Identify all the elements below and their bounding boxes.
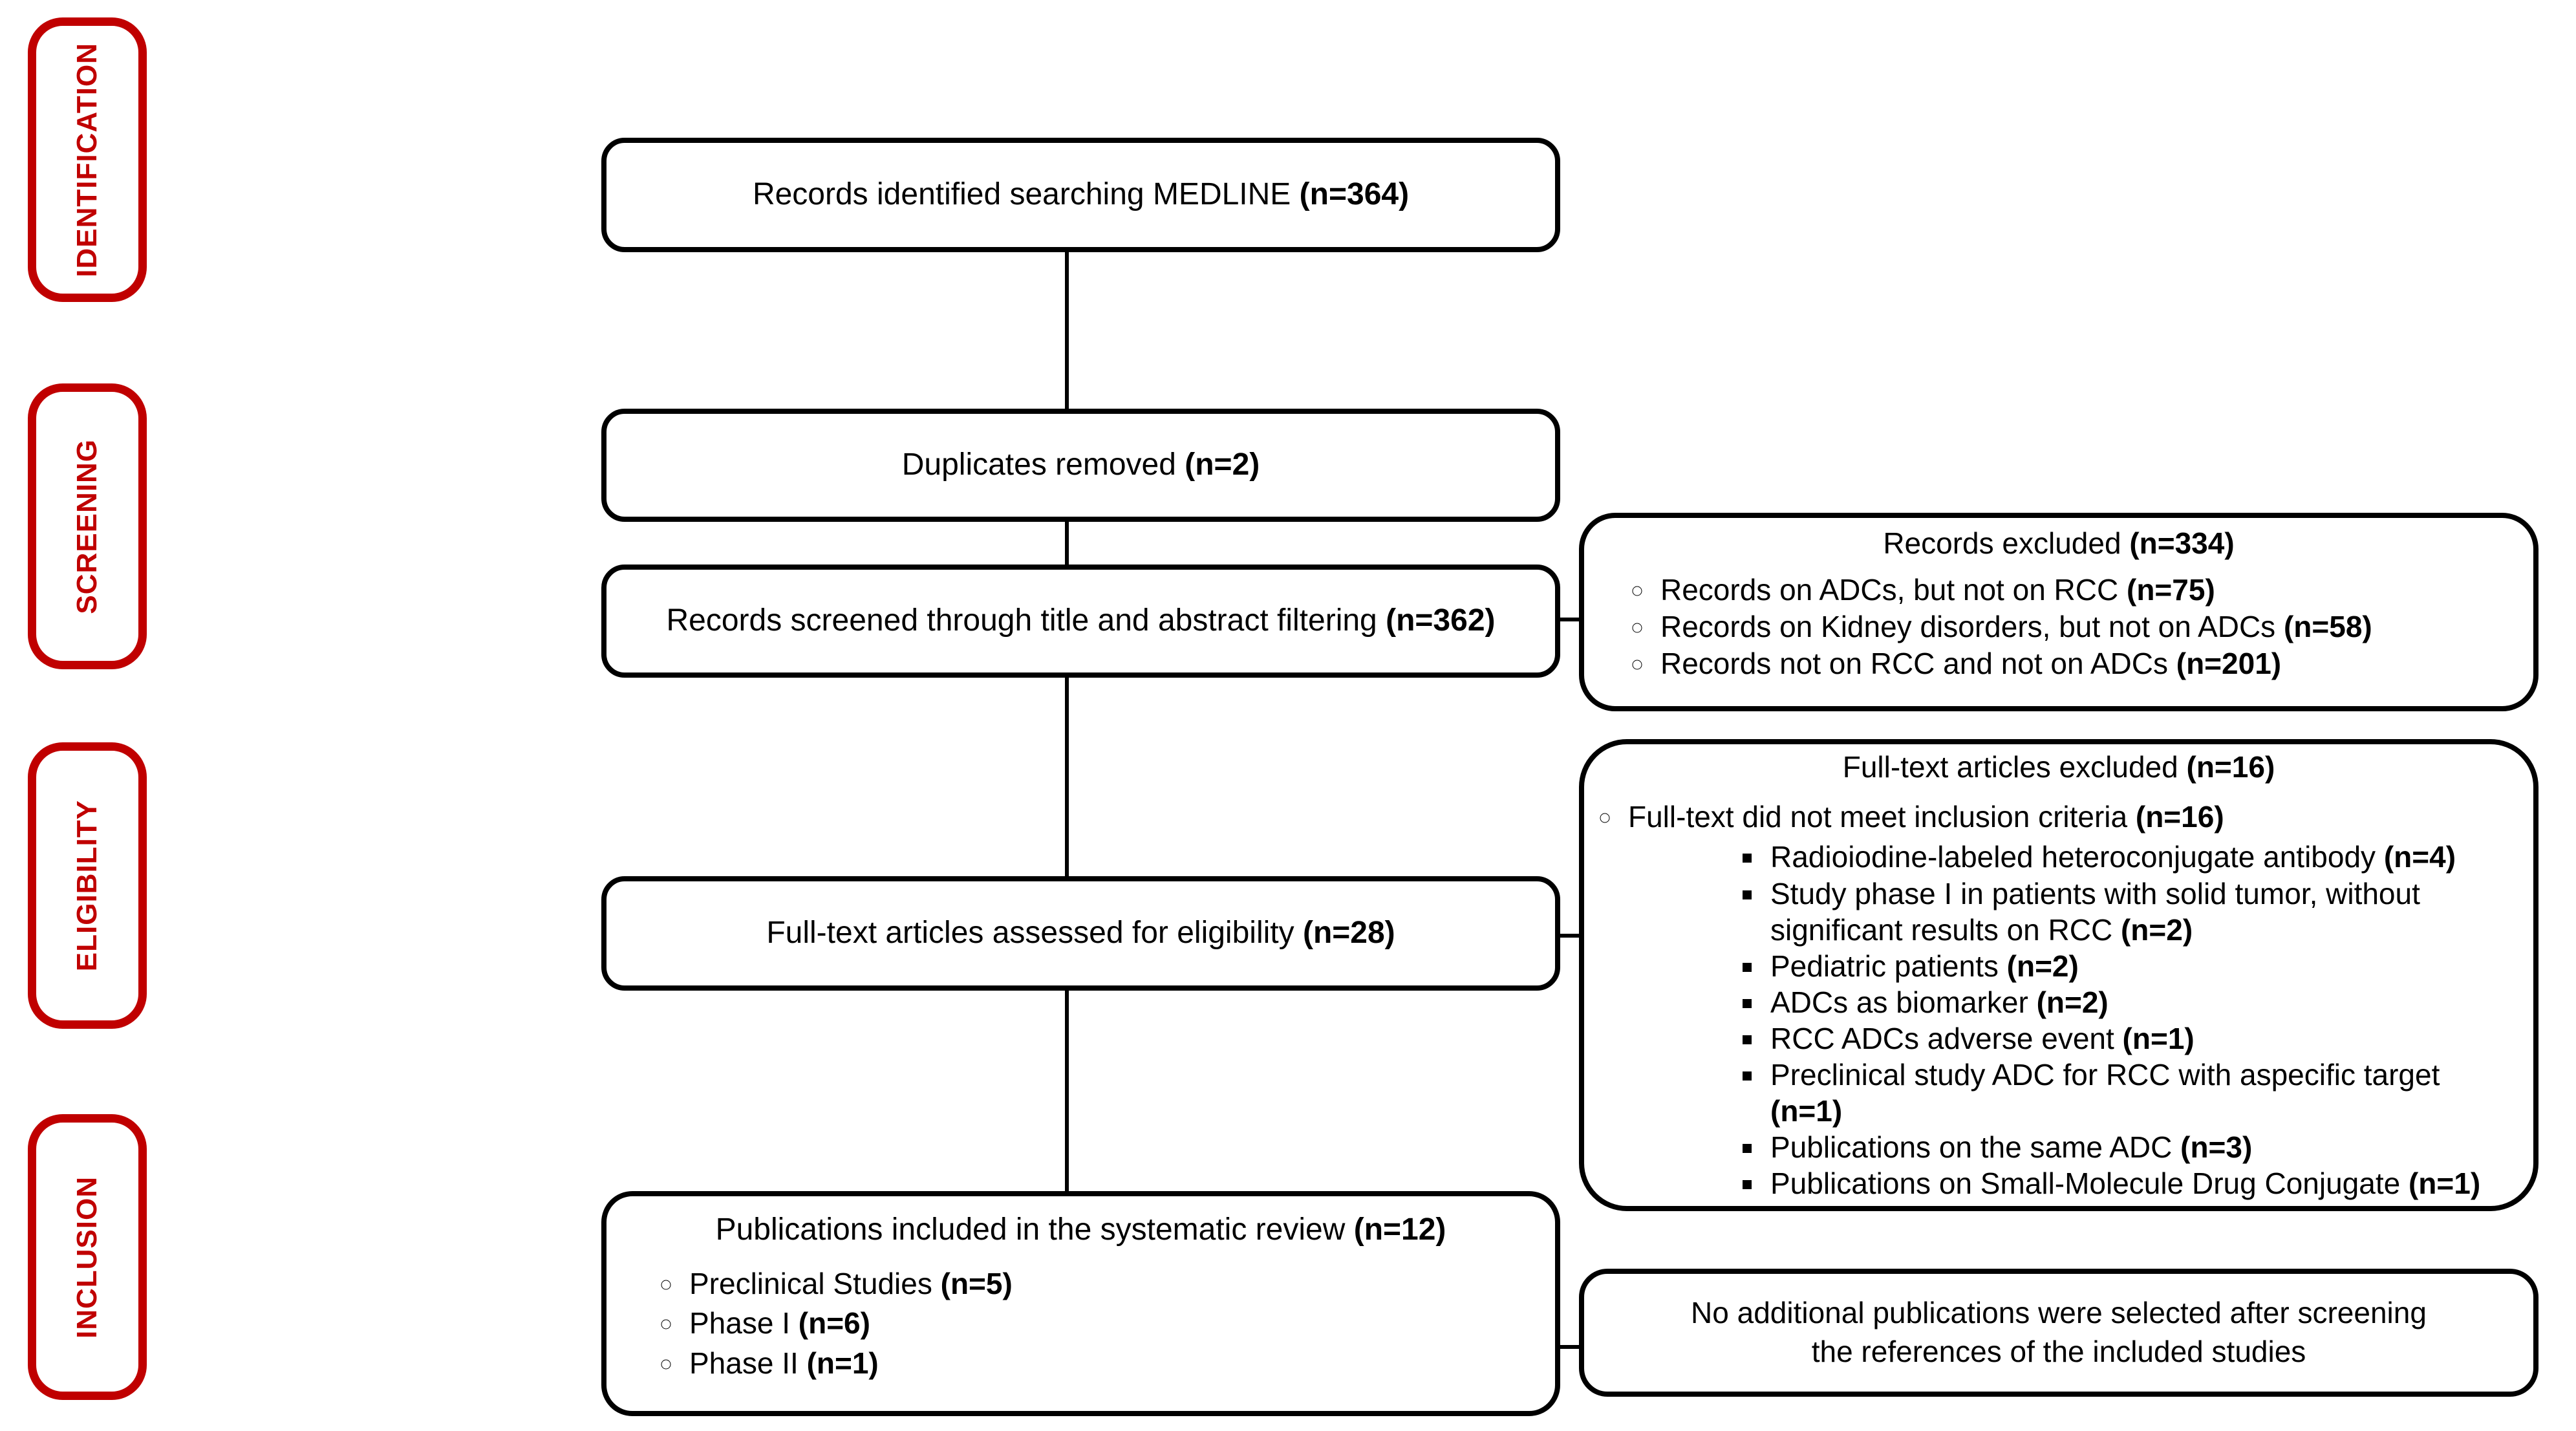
bullet-count: (n=58)	[2283, 609, 2372, 643]
bullet-text: Publications on Small-Molecule Drug Conj…	[1770, 1167, 2409, 1201]
fulltext-excluded-criteria-list: Full-text did not meet inclusion criteri…	[1584, 798, 2533, 1202]
bullet-count: (n=1)	[806, 1346, 879, 1381]
stage-screening: SCREENING	[28, 383, 147, 669]
connector-screened-to-excluded	[1560, 618, 1580, 621]
list-item: RCC ADCs adverse event (n=1)	[1765, 1020, 2501, 1057]
connector-duplicates-to-screened	[1065, 522, 1069, 565]
bullet-count: (n=3)	[2180, 1130, 2253, 1165]
list-item: Preclinical Studies (n=5)	[684, 1264, 1555, 1304]
list-item: Records on Kidney disorders, but not on …	[1655, 608, 2514, 645]
records-excluded-list: Records on ADCs, but not on RCC (n=75) R…	[1584, 572, 2533, 682]
bullet-text: Study phase I in patients with solid tum…	[1770, 876, 2420, 947]
list-item: Radioiodine-labeled heteroconjugate anti…	[1765, 839, 2501, 875]
fulltext-assessed-box: Full-text articles assessed for eligibil…	[601, 876, 1560, 991]
connector-included-to-noadditional	[1560, 1345, 1580, 1349]
bullet-count: (n=1)	[1770, 1094, 1843, 1128]
bullet-text: Preclinical study ADC for RCC with aspec…	[1770, 1058, 2440, 1092]
records-identified-text: Records identified searching MEDLINE (n=…	[753, 175, 1409, 215]
fulltext-excluded-title-text: Full-text articles excluded	[1842, 750, 2187, 784]
bullet-count: (n=5)	[940, 1266, 1013, 1300]
stage-eligibility-label: ELIGIBILITY	[71, 799, 103, 972]
connector-assessed-to-ftexcluded	[1560, 934, 1580, 938]
fulltext-assessed-count: (n=28)	[1302, 916, 1395, 951]
bullet-count: (n=4)	[2383, 840, 2456, 874]
publications-included-title: Publications included in the systematic …	[606, 1212, 1555, 1247]
records-excluded-title: Records excluded (n=334)	[1584, 527, 2533, 560]
bullet-text: Radioiodine-labeled heteroconjugate anti…	[1770, 840, 2384, 874]
records-screened-box: Records screened through title and abstr…	[601, 565, 1560, 678]
records-identified-box: Records identified searching MEDLINE (n=…	[601, 138, 1560, 252]
list-item: Records on ADCs, but not on RCC (n=75)	[1655, 572, 2514, 608]
duplicates-removed-text: Duplicates removed (n=2)	[902, 445, 1260, 485]
publications-included-title-count: (n=12)	[1353, 1212, 1446, 1247]
bullet-text: Publications on the same ADC	[1770, 1130, 2181, 1165]
duplicates-removed-count: (n=2)	[1185, 447, 1260, 482]
criteria-text: Full-text did not meet inclusion criteri…	[1628, 799, 2136, 834]
list-item: Publications on Small-Molecule Drug Conj…	[1765, 1165, 2501, 1201]
bullet-text: Preclinical Studies	[689, 1266, 941, 1300]
fulltext-assessed-label: Full-text articles assessed for eligibil…	[766, 916, 1303, 951]
bullet-count: (n=201)	[2176, 646, 2282, 680]
list-item: Records not on RCC and not on ADCs (n=20…	[1655, 645, 2514, 682]
fulltext-excluded-title: Full-text articles excluded (n=16)	[1584, 751, 2533, 784]
bullet-text: Records not on RCC and not on ADCs	[1660, 646, 2176, 680]
list-item: Full-text did not meet inclusion criteri…	[1623, 798, 2514, 1202]
fulltext-excluded-box: Full-text articles excluded (n=16) Full-…	[1579, 739, 2538, 1211]
connector-screened-to-assessed	[1065, 678, 1069, 876]
bullet-count: (n=2)	[2036, 985, 2109, 1019]
records-screened-label: Records screened through title and abstr…	[666, 603, 1386, 638]
bullet-count: (n=2)	[2120, 912, 2193, 947]
bullet-text: RCC ADCs adverse event	[1770, 1021, 2123, 1055]
fulltext-excluded-sub-list: Radioiodine-labeled heteroconjugate anti…	[1628, 839, 2514, 1201]
publications-included-list: Preclinical Studies (n=5) Phase I (n=6) …	[606, 1264, 1555, 1384]
list-item: ADCs as biomarker (n=2)	[1765, 984, 2501, 1020]
fulltext-excluded-title-count: (n=16)	[2186, 750, 2275, 784]
criteria-count: (n=16)	[2135, 799, 2224, 834]
stage-screening-label: SCREENING	[71, 438, 103, 614]
bullet-count: (n=1)	[2122, 1021, 2195, 1055]
stage-identification-label: IDENTIFICATION	[71, 42, 103, 277]
bullet-count: (n=1)	[2408, 1167, 2481, 1201]
list-item: Study phase I in patients with solid tum…	[1765, 876, 2501, 948]
publications-included-title-text: Publications included in the systematic …	[715, 1212, 1354, 1247]
duplicates-removed-box: Duplicates removed (n=2)	[601, 409, 1560, 522]
records-excluded-box: Records excluded (n=334) Records on ADCs…	[1579, 513, 2538, 711]
bullet-text: ADCs as biomarker	[1770, 985, 2037, 1019]
bullet-text: Records on ADCs, but not on RCC	[1660, 572, 2127, 607]
records-excluded-title-text: Records excluded	[1883, 526, 2130, 560]
records-identified-count: (n=364)	[1299, 177, 1410, 212]
stage-eligibility: ELIGIBILITY	[28, 742, 147, 1029]
records-screened-text: Records screened through title and abstr…	[666, 601, 1495, 641]
fulltext-assessed-text: Full-text articles assessed for eligibil…	[766, 913, 1395, 953]
records-excluded-title-count: (n=334)	[2129, 526, 2235, 560]
bullet-text: Phase I	[689, 1306, 799, 1340]
stage-inclusion-label: INCLUSION	[71, 1176, 103, 1339]
list-item: Phase II (n=1)	[684, 1344, 1555, 1384]
list-item: Phase I (n=6)	[684, 1304, 1555, 1344]
bullet-count: (n=75)	[2127, 572, 2215, 607]
connector-identified-to-duplicates	[1065, 252, 1069, 409]
records-screened-count: (n=362)	[1386, 603, 1496, 638]
bullet-count: (n=6)	[798, 1306, 870, 1340]
list-item: Publications on the same ADC (n=3)	[1765, 1129, 2501, 1165]
stage-identification: IDENTIFICATION	[28, 17, 147, 302]
list-item: Pediatric patients (n=2)	[1765, 948, 2501, 984]
records-identified-label: Records identified searching MEDLINE	[752, 177, 1300, 212]
no-additional-publications-box: No additional publications were selected…	[1579, 1269, 2538, 1397]
bullet-text: Records on Kidney disorders, but not on …	[1660, 609, 2284, 643]
bullet-text: Phase II	[689, 1346, 807, 1381]
bullet-count: (n=2)	[2006, 949, 2079, 983]
connector-assessed-to-included	[1065, 991, 1069, 1191]
duplicates-removed-label: Duplicates removed	[901, 447, 1185, 482]
publications-included-box: Publications included in the systematic …	[601, 1191, 1560, 1416]
list-item: Preclinical study ADC for RCC with aspec…	[1765, 1057, 2501, 1129]
stage-inclusion: INCLUSION	[28, 1114, 147, 1400]
no-additional-publications-text: No additional publications were selected…	[1691, 1296, 2427, 1368]
bullet-text: Pediatric patients	[1770, 949, 2007, 983]
